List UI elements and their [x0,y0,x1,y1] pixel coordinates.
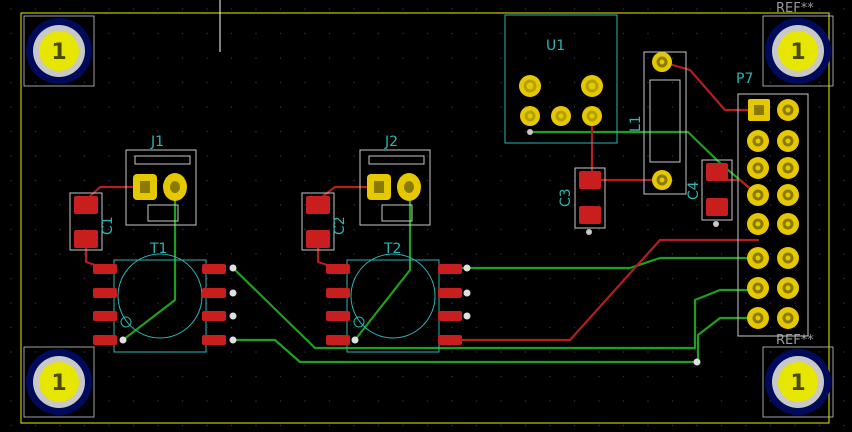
p7-ref: P7 [736,71,753,87]
mounting-hole-bottom-right[interactable]: 1 [762,346,834,418]
mounting-hole-top-left[interactable]: 1 [23,15,95,87]
component-c2[interactable]: C2 [301,192,348,251]
component-j1[interactable]: J1 [125,134,197,226]
c1-ref: C1 [100,216,116,235]
component-u1[interactable]: U1 [504,14,618,144]
trace-c2-j2 [316,185,381,202]
hole-number: 1 [51,371,66,396]
trace-l1-p7 [660,60,760,112]
hole-number: 1 [790,371,805,396]
ref-label-bottom: REF** [776,333,814,348]
component-c4[interactable]: C4 [686,159,733,227]
mounting-hole-bottom-left[interactable]: 1 [23,346,95,418]
c4-ref: C4 [686,181,702,200]
component-t1[interactable]: T1 [93,241,237,353]
j1-ref: J1 [150,134,164,150]
component-p7[interactable]: P7 [736,71,809,337]
component-c3[interactable]: C3 [558,167,606,235]
trace-t1-bus-a [231,266,760,350]
vias [693,358,701,366]
hole-number: 1 [790,40,805,65]
trace-c1-j1 [84,185,147,202]
trace-t2-p7 [440,256,760,270]
ref-label-top: REF** [776,1,814,16]
hole-number: 1 [51,40,66,65]
t2-ref: T2 [383,241,401,257]
mounting-hole-top-right[interactable]: 1 [762,15,834,87]
component-j2[interactable]: J2 [359,134,431,226]
l1-ref: L1 [628,115,644,132]
board-edge-cuts [20,12,830,424]
c2-ref: C2 [332,216,348,235]
component-t2[interactable]: T2 [326,241,471,353]
u1-ref: U1 [546,38,565,54]
trace-j2-t2 [353,185,412,342]
j2-ref: J2 [384,134,398,150]
t1-ref: T1 [149,241,167,257]
trace-t2-p7-front [450,238,760,342]
component-c1[interactable]: C1 [69,192,116,251]
component-l1[interactable]: L1 [628,51,687,195]
c3-ref: C3 [558,188,574,207]
